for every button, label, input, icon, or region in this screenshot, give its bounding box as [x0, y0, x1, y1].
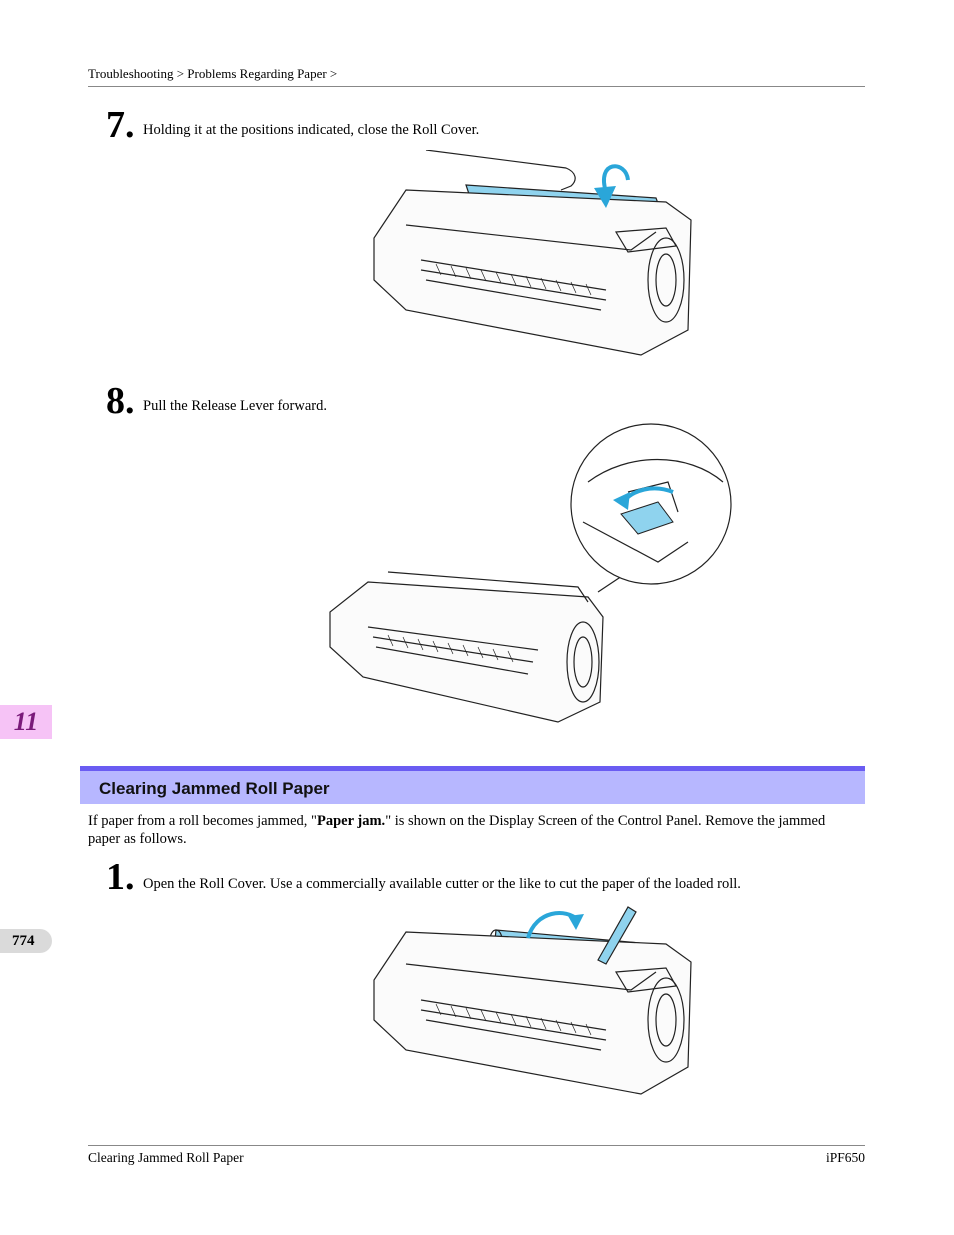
- section-title: Clearing Jammed Roll Paper: [99, 779, 330, 798]
- para-text-after: " is shown on the Display Screen of the …: [88, 813, 826, 847]
- section-paragraph: If paper from a roll becomes jammed, "Pa…: [88, 812, 848, 848]
- step-1-text: Open the Roll Cover. Use a commercially …: [143, 876, 741, 892]
- breadcrumb: Troubleshooting > Problems Regarding Pap…: [88, 66, 338, 81]
- step-1-number: 1.: [106, 856, 135, 898]
- step-7-number: 7.: [106, 104, 135, 146]
- footer-rule: [88, 1145, 865, 1146]
- section-heading-bar: Clearing Jammed Roll Paper: [80, 766, 865, 804]
- footer-model-name: iPF650: [825, 1150, 865, 1165]
- page-number-tab: 774: [0, 929, 52, 953]
- step-8-text: Pull the Release Lever forward.: [143, 398, 327, 414]
- footer-section-name: Clearing Jammed Roll Paper: [88, 1150, 244, 1165]
- printer-release-lever-figure: [328, 422, 733, 725]
- header-rule: [88, 86, 865, 87]
- step-7-text: Holding it at the positions indicated, c…: [143, 122, 480, 138]
- paper-jam-message: Paper jam.: [316, 813, 386, 829]
- printer-close-roll-cover-figure: [366, 150, 694, 360]
- para-text-before: If paper from a roll becomes jammed, ": [88, 813, 317, 829]
- chapter-tab: 11: [0, 705, 52, 739]
- step-8-number: 8.: [106, 380, 135, 422]
- printer-cut-roll-paper-figure: [366, 902, 694, 1097]
